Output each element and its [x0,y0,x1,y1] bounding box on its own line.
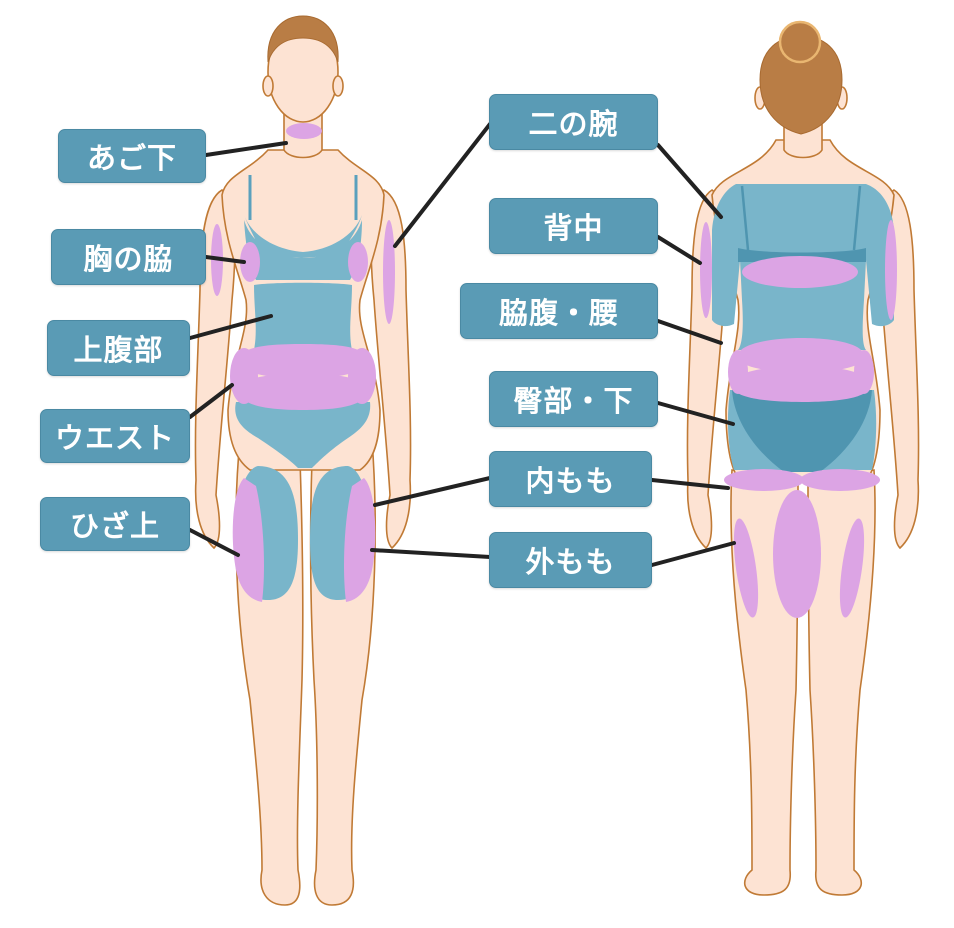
label-flank-lower-back: 脇腹・腰 [460,283,658,339]
label-buttocks: 臀部・下 [489,371,658,427]
label-inner-thigh: 内もも [489,451,652,507]
label-upper-abdomen: 上腹部 [47,320,190,376]
label-upper-arm: 二の腕 [489,94,658,150]
label-back: 背中 [489,198,658,254]
label-chin: あご下 [58,129,206,183]
label-side-chest: 胸の脇 [51,229,206,285]
front-figure [194,15,412,906]
label-above-knee: ひざ上 [40,497,190,551]
label-waist: ウエスト [40,409,190,463]
back-figure [686,20,920,896]
connector-lines [188,122,736,567]
label-outer-thigh: 外もも [489,532,652,588]
